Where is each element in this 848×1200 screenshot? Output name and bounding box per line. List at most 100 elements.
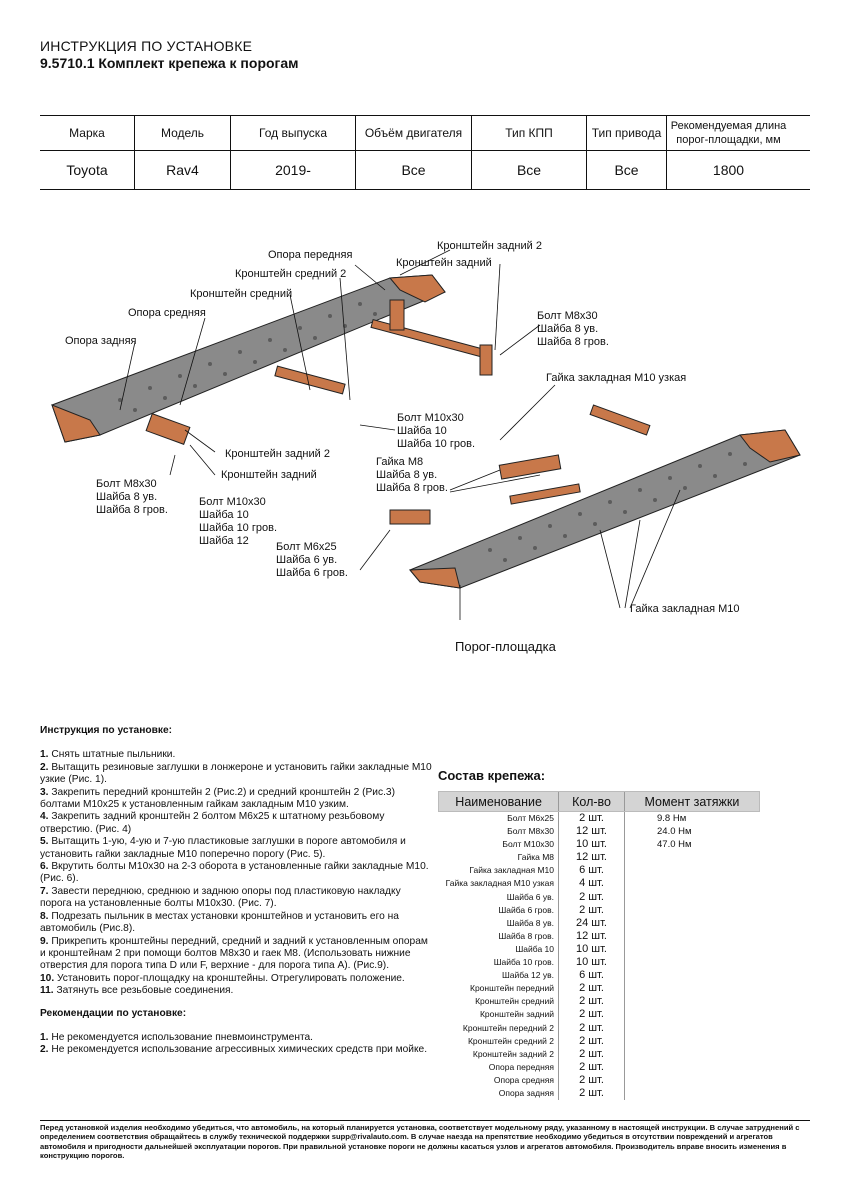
part-name: Кронштейн средний 2 <box>467 1035 554 1046</box>
step-text: Вытащить резиновые заглушки в лонжероне … <box>40 761 432 786</box>
leader-lines <box>119 249 681 620</box>
parts-row: Шайба 10 гров.10 шт. <box>438 956 760 970</box>
part-torque <box>624 916 760 930</box>
cell-engine: Все <box>355 151 471 189</box>
assembly-diagram: Опора передняя Кронштейн средний 2 Кронш… <box>40 230 810 670</box>
installation-instructions: Инструкция по установке: 1. Снять штатны… <box>40 725 432 1057</box>
label-kronshtein-zadniy-2-left: Кронштейн задний 2 <box>225 448 330 460</box>
step-text: Вкрутить болты М10х30 на 2-3 оборота в у… <box>40 861 429 885</box>
part-qty: 2 шт. <box>558 812 624 826</box>
instruction-step: 2. Вытащить резиновые заглушки в лонжеро… <box>40 762 432 787</box>
part-qty: 12 шт. <box>558 851 624 865</box>
header-brand: Марка <box>69 126 105 140</box>
part-torque <box>624 956 760 970</box>
label-kronshtein-zadniy-2-top: Кронштейн задний 2 <box>437 240 542 252</box>
parts-row: Шайба 6 гров.2 шт. <box>438 903 760 917</box>
instruction-step: 10. Установить порог-площадку на кронште… <box>40 973 432 985</box>
part-name: Болт М10х30 <box>502 839 554 850</box>
part-qty: 10 шт. <box>558 942 624 957</box>
label-opora-perednyaya: Опора передняя <box>268 249 353 261</box>
part-torque: 24.0 Нм <box>624 825 760 839</box>
recommendation-item: 2. Не рекомендуется использование агресс… <box>40 1044 432 1056</box>
part-qty: 2 шт. <box>558 1008 624 1022</box>
part-qty: 6 шт. <box>558 864 624 878</box>
part-torque <box>624 1047 760 1061</box>
step-text: Завести переднюю, среднюю и заднюю опоры… <box>40 885 401 910</box>
part-name: Опора передняя <box>488 1061 554 1072</box>
header-year: Год выпуска <box>230 116 355 150</box>
part-qty: 24 шт. <box>558 916 624 930</box>
step-number: 11. <box>40 985 54 997</box>
step-number: 3. <box>40 786 49 798</box>
step-number: 1. <box>40 749 49 761</box>
part-name: Болт М6х25 <box>507 813 554 823</box>
instructions-heading: Инструкция по установке: <box>40 725 173 736</box>
rec-text: Не рекомендуется использование агрессивн… <box>48 1044 428 1056</box>
left-running-board <box>51 274 446 443</box>
part-torque <box>624 1021 760 1035</box>
instruction-step: 5. Вытащить 1-ую, 4-ую и 7-ую пластиковы… <box>40 836 432 861</box>
instruction-step: 4. Закрепить задний кронштейн 2 болтом М… <box>40 811 432 836</box>
label-kronshtein-zadniy-left: Кронштейн задний <box>221 469 317 481</box>
rec-number: 2. <box>40 1044 49 1056</box>
part-name: Шайба 6 гров. <box>498 904 554 915</box>
parts-title: Состав крепежа: <box>438 768 546 783</box>
part-torque <box>624 903 760 917</box>
cell-drive: Все <box>586 151 666 189</box>
label-gayka-m10: Гайка закладная М10 <box>630 603 740 615</box>
part-name: Шайба 8 ув. <box>506 917 554 928</box>
part-qty: 2 шт. <box>558 1034 624 1048</box>
document-subtitle: 9.5710.1 Комплект крепежа к порогам <box>40 55 299 71</box>
label-opora-srednyaya: Опора средняя <box>128 307 206 319</box>
part-qty: 2 шт. <box>558 982 624 996</box>
part-name: Шайба 8 гров. <box>498 930 554 941</box>
part-qty: 12 шт. <box>558 825 624 839</box>
step-text: Подрезать пыльник в местах установки кро… <box>40 910 399 935</box>
step-text: Прикрепить кронштейны передний, средний … <box>40 935 428 972</box>
step-text: Закрепить задний кронштейн 2 болтом М6х2… <box>40 811 385 835</box>
recommendation-item: 1. Не рекомендуется использование пневмо… <box>40 1032 432 1044</box>
part-qty: 2 шт. <box>558 1086 624 1101</box>
step-text: Вытащить 1-ую, 4-ую и 7-ую пластиковые з… <box>40 836 406 860</box>
label-bolt-m8-right: Болт М8х30 Шайба 8 ув. Шайба 8 гров. <box>537 310 609 348</box>
instruction-step: 6. Вкрутить болты М10х30 на 2-3 оборота … <box>40 861 432 886</box>
part-qty: 2 шт. <box>558 890 624 904</box>
header-length: Рекомендуемая длина порог-площадки, мм <box>666 116 790 150</box>
part-name: Гайка закладная М10 узкая <box>445 878 554 889</box>
recommendations-list: 1. Не рекомендуется использование пневмо… <box>40 1032 432 1057</box>
part-torque <box>624 1008 760 1022</box>
part-name: Кронштейн задний <box>479 1009 554 1020</box>
part-qty: 6 шт. <box>558 969 624 983</box>
part-name: Болт М8х30 <box>507 826 554 837</box>
cell-gearbox: Все <box>471 151 586 189</box>
part-qty: 2 шт. <box>558 1047 624 1061</box>
footer-disclaimer: Перед установкой изделия необходимо убед… <box>40 1120 810 1161</box>
label-kronshtein-zadniy-top: Кронштейн задний <box>396 257 492 269</box>
step-number: 5. <box>40 836 49 848</box>
instruction-step: 9. Прикрепить кронштейны передний, средн… <box>40 936 432 973</box>
part-qty: 2 шт. <box>558 995 624 1009</box>
recommendations-heading: Рекомендации по установке: <box>40 1007 187 1019</box>
step-text: Закрепить передний кронштейн 2 (Рис.2) и… <box>40 786 395 811</box>
header-model: Модель <box>134 116 230 150</box>
header-engine: Объём двигателя <box>355 116 471 150</box>
parts-row: Кронштейн средний 2 2 шт. <box>438 1034 760 1048</box>
step-number: 7. <box>40 885 49 897</box>
step-number: 2. <box>40 761 49 773</box>
part-name: Гайка закладная М10 <box>469 865 554 876</box>
part-torque <box>624 851 760 865</box>
part-torque <box>624 1034 760 1048</box>
step-text: Снять штатные пыльники. <box>48 749 176 761</box>
part-name: Шайба 6 ув. <box>506 891 554 902</box>
part-qty: 10 шт. <box>558 956 624 970</box>
part-torque <box>624 1086 760 1101</box>
